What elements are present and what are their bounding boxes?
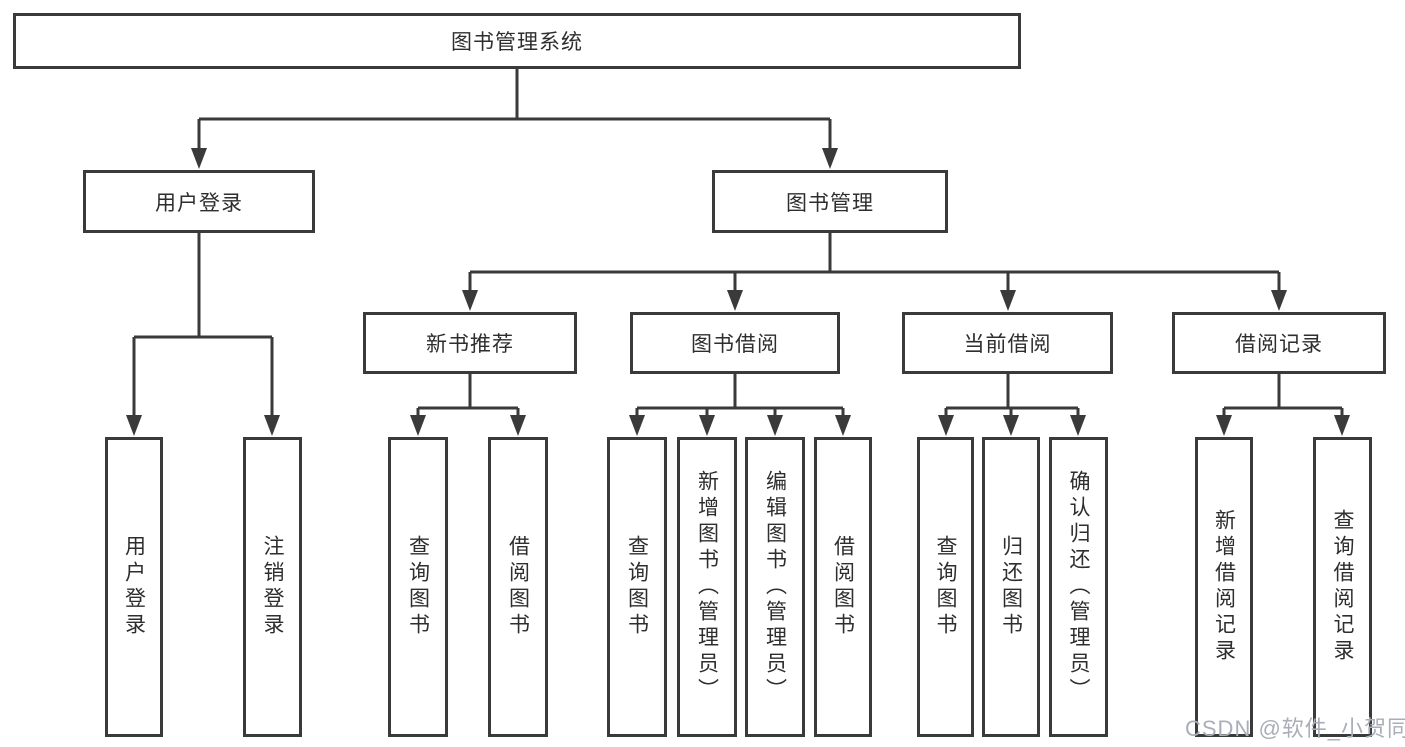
leaf-nb-borrow-books: 借阅图书 — [488, 437, 548, 737]
leaf-br-add-record: 新增借阅记录 — [1195, 437, 1253, 737]
arrow-to-book-management — [822, 148, 838, 169]
leaf-cb-return-books-label: 归还图书 — [999, 535, 1023, 639]
leaf-bb-add-books-admin: 新增图书（管理员） — [677, 437, 737, 737]
leaf-br-query-record: 查询借阅记录 — [1313, 437, 1372, 737]
leaf-bb-query-books-label: 查询图书 — [625, 535, 649, 639]
arrow-bb-query — [629, 415, 645, 436]
leaf-nb-query-books-label: 查询图书 — [406, 535, 430, 639]
node-book-borrow-label: 图书借阅 — [691, 333, 779, 356]
arrow-to-logout-leaf — [264, 415, 280, 436]
arrowheads — [126, 148, 1350, 436]
leaf-cb-query-books: 查询图书 — [917, 437, 974, 737]
leaf-bb-borrow-books: 借阅图书 — [814, 437, 872, 737]
arrow-cb-query — [938, 415, 954, 436]
arrow-to-new-book — [462, 290, 478, 311]
leaf-cb-return-books: 归还图书 — [982, 437, 1040, 737]
connector-book-management-to-level3 — [468, 233, 1281, 292]
node-root: 图书管理系统 — [13, 13, 1021, 69]
node-new-book-recommend: 新书推荐 — [363, 312, 577, 374]
leaf-bb-edit-books-admin-label: 编辑图书（管理员） — [763, 470, 787, 704]
arrow-nb-borrow — [510, 415, 526, 436]
node-borrow-records: 借阅记录 — [1172, 312, 1386, 374]
leaf-cb-confirm-return-admin-label: 确认归还（管理员） — [1067, 470, 1090, 704]
node-book-management: 图书管理 — [712, 170, 948, 233]
connector-borrow-records-to-leaves — [1222, 374, 1344, 417]
leaf-nb-borrow-books-label: 借阅图书 — [506, 535, 530, 639]
leaf-bb-query-books: 查询图书 — [607, 437, 667, 737]
arrow-br-add — [1216, 415, 1232, 436]
leaf-bb-add-books-admin-label: 新增图书（管理员） — [695, 470, 719, 704]
connector-new-book-to-leaves — [416, 374, 520, 417]
arrow-br-query — [1334, 415, 1350, 436]
leaf-nb-query-books: 查询图书 — [388, 437, 448, 737]
node-new-book-recommend-label: 新书推荐 — [426, 333, 514, 356]
leaf-logout: 注销登录 — [243, 437, 302, 737]
watermark: CSDN @软件_小贺同学 — [1185, 716, 1405, 741]
arrow-bb-add — [699, 415, 715, 436]
node-user-login: 用户登录 — [83, 170, 315, 233]
arrow-to-current-borrow — [1000, 290, 1016, 311]
leaf-br-query-record-label: 查询借阅记录 — [1331, 509, 1354, 665]
connector-current-borrow-to-leaves — [944, 374, 1080, 417]
connector-user-login-to-leaves — [132, 233, 274, 417]
node-book-management-label: 图书管理 — [786, 191, 874, 215]
leaf-bb-edit-books-admin: 编辑图书（管理员） — [745, 437, 805, 737]
arrow-to-borrow-records — [1271, 290, 1287, 311]
arrow-nb-query — [410, 415, 426, 436]
node-book-borrow: 图书借阅 — [630, 312, 840, 374]
arrow-to-user-login-leaf — [126, 415, 142, 436]
node-current-borrow: 当前借阅 — [902, 312, 1113, 374]
arrow-to-user-login — [191, 148, 207, 169]
leaf-cb-query-books-label: 查询图书 — [934, 535, 957, 639]
leaf-user-login: 用户登录 — [105, 437, 163, 737]
arrow-cb-confirm — [1070, 415, 1086, 436]
connector-root-to-level2 — [197, 69, 832, 150]
node-borrow-records-label: 借阅记录 — [1235, 333, 1323, 356]
leaf-bb-borrow-books-label: 借阅图书 — [831, 535, 855, 639]
node-user-login-label: 用户登录 — [155, 191, 243, 215]
leaf-user-login-label: 用户登录 — [122, 535, 146, 639]
node-current-borrow-label: 当前借阅 — [963, 333, 1052, 356]
connector-book-borrow-to-leaves — [635, 374, 845, 417]
leaf-br-add-record-label: 新增借阅记录 — [1212, 509, 1236, 665]
arrow-bb-borrow — [835, 415, 851, 436]
arrow-bb-edit — [767, 415, 783, 436]
arrow-cb-return — [1003, 415, 1019, 436]
leaf-cb-confirm-return-admin: 确认归还（管理员） — [1049, 437, 1108, 737]
arrow-to-book-borrow — [727, 290, 743, 311]
node-root-label: 图书管理系统 — [451, 31, 583, 54]
leaf-logout-label: 注销登录 — [261, 535, 284, 639]
